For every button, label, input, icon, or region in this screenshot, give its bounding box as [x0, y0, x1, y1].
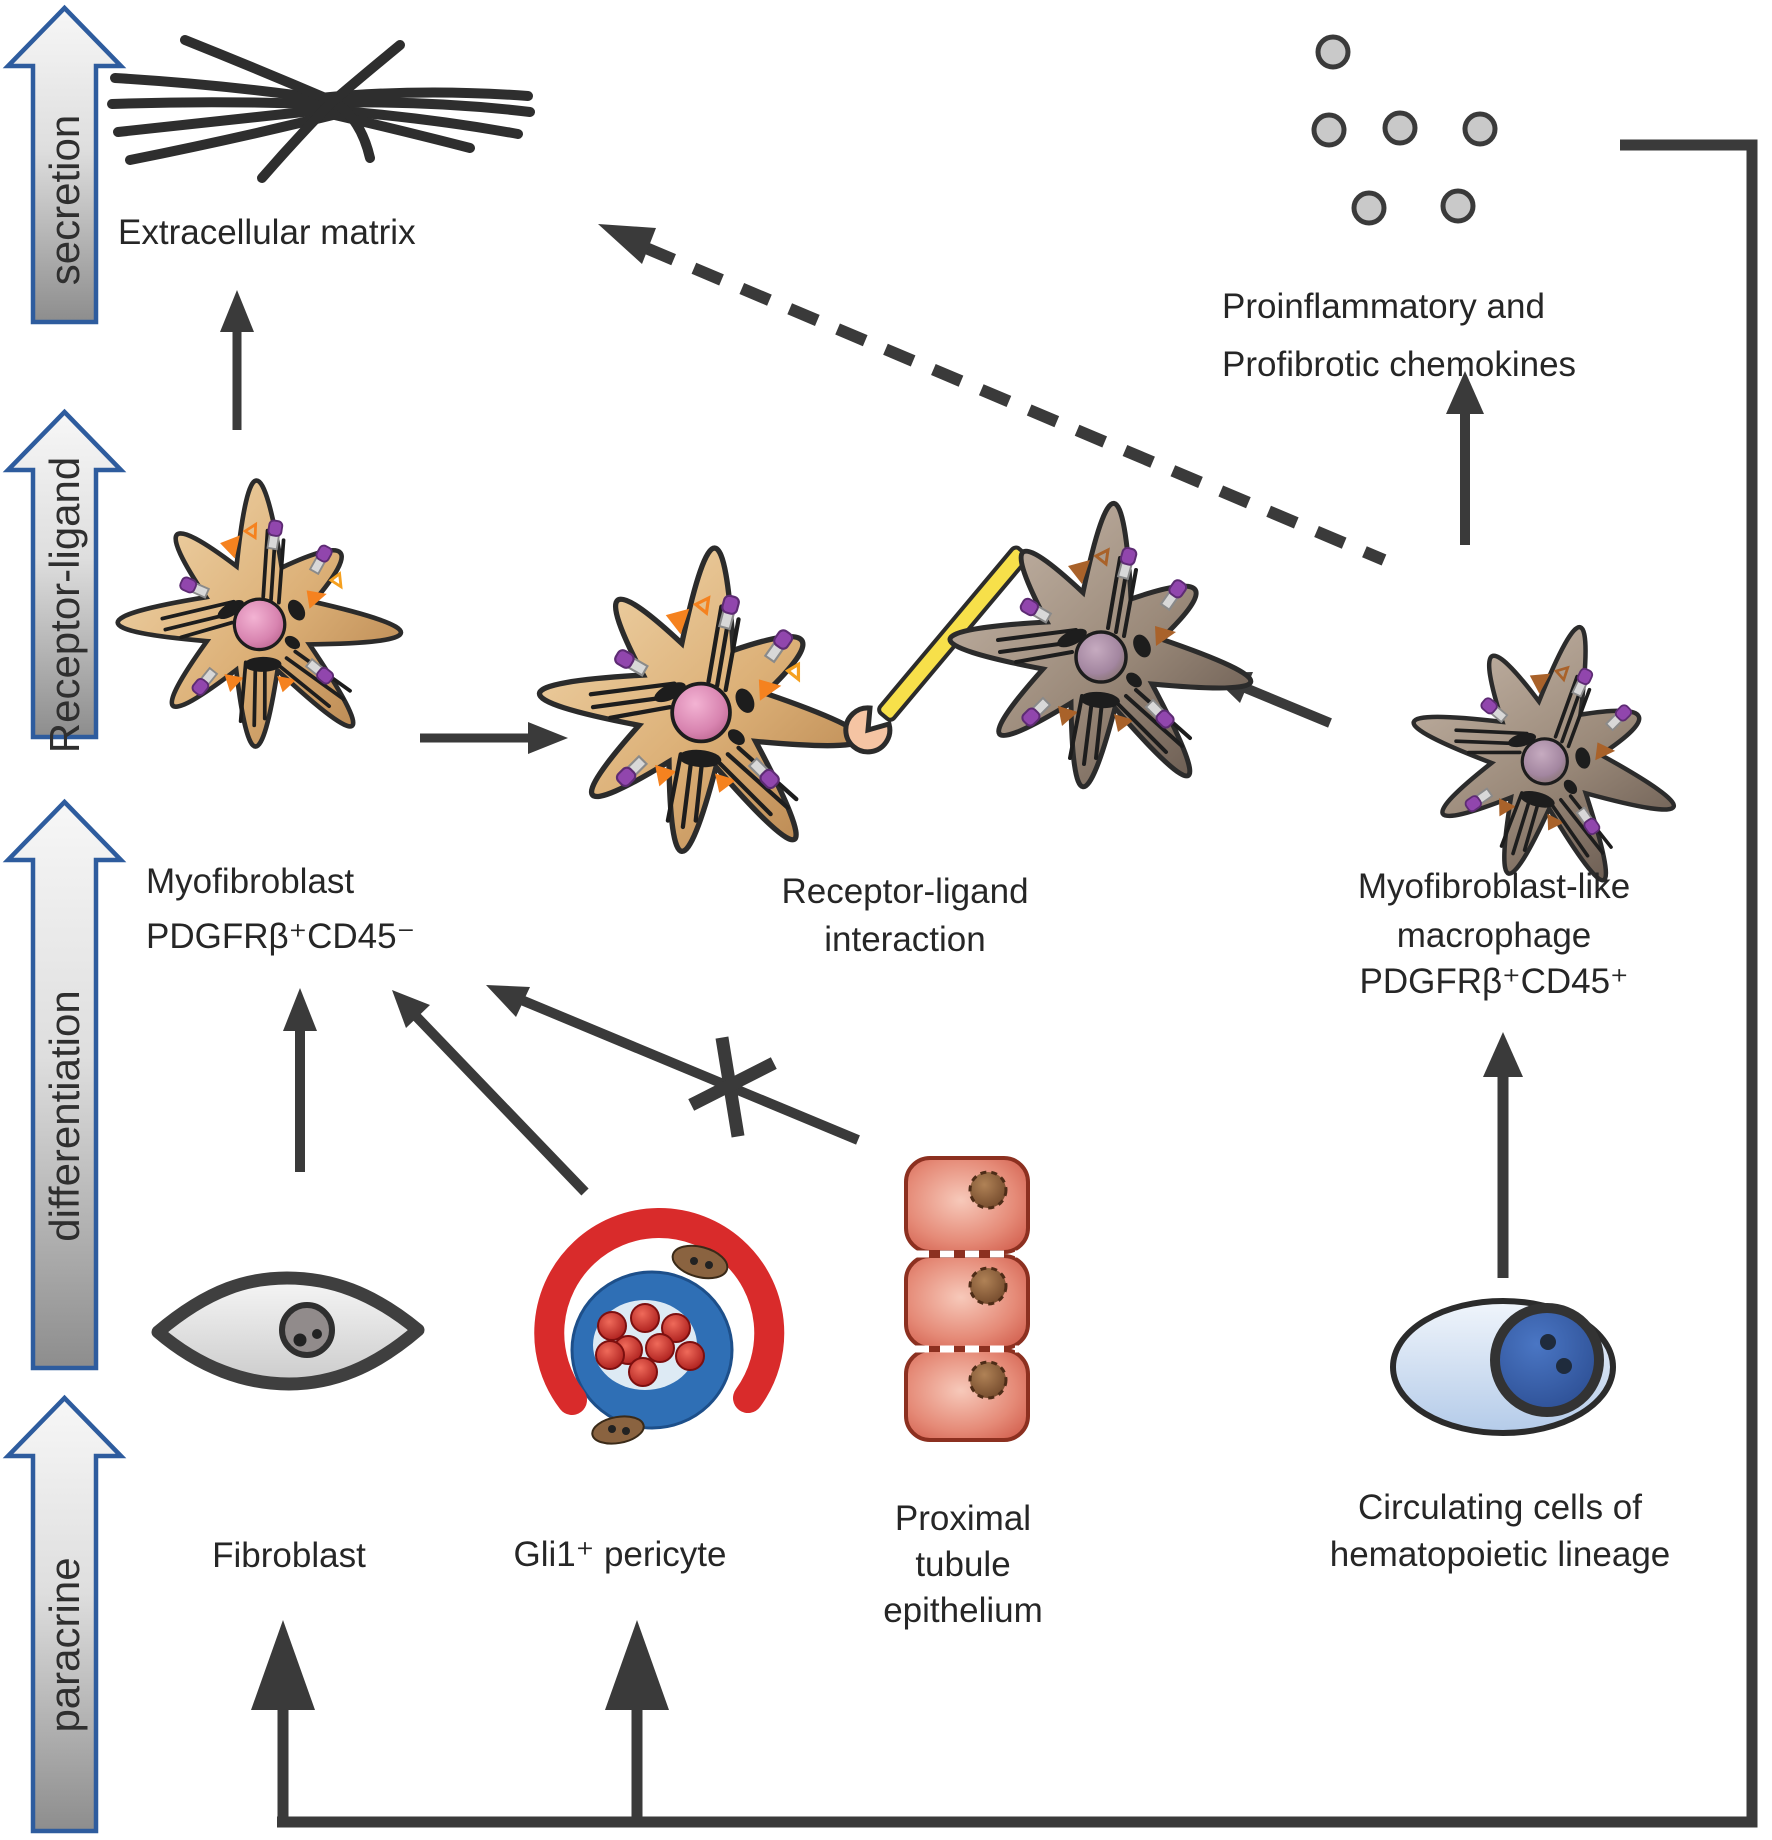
fibroblast-cell-icon [151, 1271, 425, 1391]
pericyte-cell-icon [534, 1208, 785, 1445]
paracrine-feedback-line [277, 139, 1758, 1828]
paracrine-label: paracrine [41, 1557, 88, 1732]
tubule-label-line2: tubule [915, 1545, 1010, 1584]
paracrine-up-arrow-fibroblast [251, 1620, 315, 1822]
secretion-label: secretion [41, 115, 88, 285]
myofibroblast-cell-2 [539, 548, 861, 851]
inhibition-cross-icon [688, 1036, 777, 1138]
arrow-fibroblast-to-myofibroblast [283, 988, 317, 1172]
arrow-myofibroblast-to-ecm [220, 290, 254, 430]
myofibroblast-label-line1: Myofibroblast [146, 862, 354, 901]
macrophage-label-line1: Myofibroblast-like [1358, 867, 1630, 906]
paracrine-up-arrow-pericyte [605, 1620, 669, 1822]
differentiation-label: differentiation [41, 990, 88, 1241]
process-arrow-receptor-ligand [2, 408, 127, 740]
ecm-label: Extracellular matrix [118, 213, 416, 252]
process-arrow-labels: secretion Receptor-ligand differentiatio… [41, 115, 88, 1733]
circulating-label-line2: hematopoietic lineage [1330, 1535, 1671, 1574]
myofibroblast-cell-1 [104, 467, 411, 759]
process-arrow-differentiation [2, 798, 127, 1371]
macrophage-myofibroblast-middle [950, 503, 1251, 786]
ecm-fibers-icon [107, 35, 535, 183]
interaction-label-line2: interaction [824, 920, 985, 959]
circulating-label-line1: Circulating cells of [1358, 1488, 1642, 1527]
arrow-macrophage-to-chemokines [1446, 371, 1484, 545]
process-arrow-paracrine [2, 1394, 127, 1834]
myofibroblast-label-line2: PDGFRβ⁺CD45⁻ [146, 917, 415, 956]
tubule-label-line3: epithelium [883, 1591, 1043, 1630]
pericyte-label: Gli1⁺ pericyte [514, 1535, 727, 1574]
macrophage-label-line3: PDGFRβ⁺CD45⁺ [1359, 962, 1628, 1001]
chemokine-dots-icon [1311, 34, 1498, 226]
circulating-cell-icon [1390, 1298, 1616, 1436]
fibroblast-label: Fibroblast [212, 1536, 366, 1575]
process-arrows [2, 4, 127, 1834]
chemokines-label-line1: Proinflammatory and [1222, 287, 1545, 326]
macrophage-label-line2: macrophage [1397, 916, 1592, 955]
interaction-label-line1: Receptor-ligand [781, 872, 1028, 911]
arrow-cell-to-cell [420, 722, 568, 754]
macrophage-myofibroblast-right [1391, 602, 1702, 900]
arrow-pericyte-to-myofibroblast [392, 990, 589, 1196]
chemokines-label-line2: Profibrotic chemokines [1222, 345, 1576, 384]
dashed-arrow-to-ecm [598, 224, 1387, 566]
arrow-circulating-to-macrophage [1483, 1032, 1523, 1278]
process-arrow-secretion [2, 4, 127, 325]
tubule-label-line1: Proximal [895, 1499, 1031, 1538]
proximal-tubule-icon [904, 1156, 1030, 1442]
receptor-pacman-icon [843, 705, 893, 755]
receptor-ligand-axis-label: Receptor-ligand [41, 457, 88, 754]
arrow-tubule-to-myofibroblast-blocked [486, 985, 860, 1145]
